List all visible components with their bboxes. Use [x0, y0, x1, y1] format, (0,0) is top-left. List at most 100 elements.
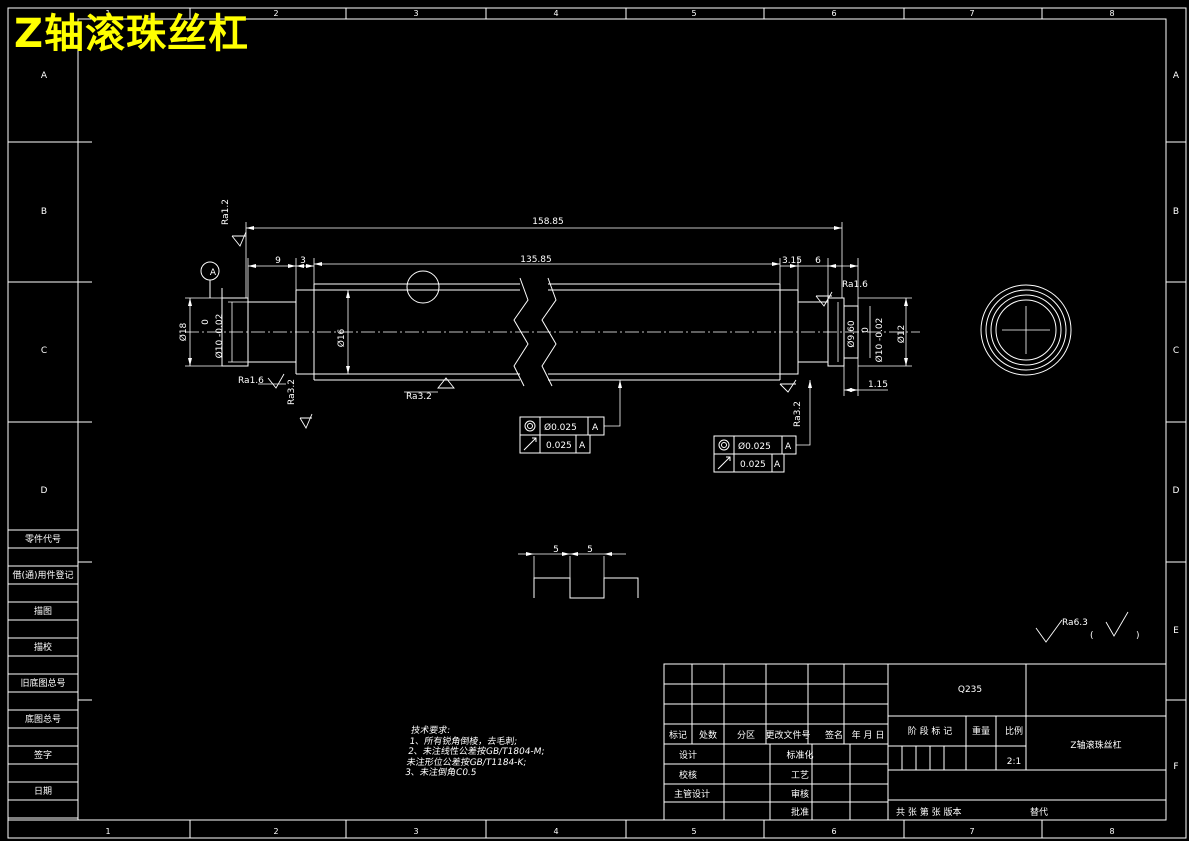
datum-label: A: [210, 268, 217, 278]
tb-h2: 分区: [737, 730, 755, 741]
tb-scale: 2:1: [1007, 757, 1021, 767]
tech-req-line: 技术要求:: [410, 726, 451, 736]
zone-row-label: B: [1173, 207, 1179, 217]
roughness-labels: Ra1.6 Ra3.2 Ra1.6 Ra6.3 ( ): [238, 280, 1140, 641]
zone-row-label: C: [41, 346, 47, 356]
dim-right-a: 3.15: [782, 256, 802, 266]
dim-overall: 158.85: [532, 217, 564, 227]
tol-1-value: Ø0.025: [544, 422, 577, 433]
dim-middle: 135.85: [520, 255, 552, 265]
tolerance-texts: Ø0.025 A 0.025 A Ø0.025 A 0.025 A: [544, 422, 792, 470]
tech-req-line: 3、未注倒角C0.5: [404, 768, 478, 778]
dim-right-b: 6: [815, 256, 821, 266]
tol-2-datum: A: [579, 441, 586, 451]
zone-row-label: B: [41, 207, 47, 217]
zone-col-label: 3: [413, 9, 418, 18]
sidebar-label: 底图总号: [25, 713, 61, 725]
tb-r2: 主管设计: [674, 788, 710, 800]
tb-r0: 设计: [679, 749, 697, 761]
zone-row-label: D: [1173, 486, 1180, 496]
tol-4-value: 0.025: [740, 460, 766, 470]
tb-h3: 更改文件号: [765, 729, 810, 741]
zone-col-label: 1: [105, 9, 110, 18]
zone-col-label: 4: [553, 9, 558, 18]
dim-detail-a: 5: [553, 545, 559, 555]
tol-1-datum: A: [592, 423, 599, 433]
zone-row-label: E: [1173, 626, 1179, 636]
tb-s0: 阶 段 标 记: [908, 725, 953, 737]
tb-bottom: 共 张 第 张 版本: [896, 806, 961, 818]
sidebar-label: 日期: [34, 786, 52, 797]
dim-detail-b: 5: [587, 545, 593, 555]
tb-h1: 处数: [699, 729, 717, 741]
tol-3-datum: A: [785, 442, 792, 452]
tb-m3: 批准: [791, 806, 809, 818]
sidebar-label: 描校: [34, 641, 52, 653]
dim-right-c: 1.15: [868, 380, 888, 390]
title-block: [663, 663, 1167, 821]
tol-4-datum: A: [774, 460, 781, 470]
tb-m1: 工艺: [791, 770, 809, 781]
zone-col-label: 7: [969, 9, 974, 18]
zone-col-label: 5: [691, 9, 696, 18]
paren-close: ): [1136, 631, 1140, 641]
technical-requirements: 技术要求: 1、所有锐角倒棱，去毛刺; 2、未注线性公差按GB/T1804-M;…: [404, 726, 548, 779]
tol-3-value: Ø0.025: [738, 441, 771, 452]
zone-col-label: 1: [105, 827, 110, 836]
tb-replace: 替代: [1030, 806, 1048, 818]
zone-row-label: A: [1173, 71, 1180, 81]
tb-h0: 标记: [669, 729, 687, 741]
drawing-title: Z轴滚珠丝杠: [14, 11, 250, 57]
zone-col-label: 6: [831, 9, 836, 18]
sidebar-label: 描图: [34, 605, 52, 617]
dia-left-zero: 0: [201, 319, 211, 325]
sidebar-label: 借(通)用件登记: [12, 569, 73, 581]
zone-row-label: F: [1173, 762, 1178, 772]
dia-right-b: Ø10 -0.02: [874, 318, 885, 363]
roughness-left-top: Ra1.2: [221, 199, 231, 225]
tb-m2: 审核: [791, 788, 809, 800]
tb-s2: 比例: [1005, 725, 1023, 737]
zone-row-label: A: [41, 71, 48, 81]
tb-r1: 校核: [679, 769, 697, 781]
zone-col-label: 2: [273, 827, 278, 836]
dimension-labels: 158.85 135.85 9 3 3.15 6 1.15 5 5 A: [210, 217, 888, 555]
tb-s1: 重量: [972, 725, 990, 737]
tb-h5: 年 月 日: [852, 729, 885, 741]
zone-col-label: 8: [1109, 9, 1114, 18]
dim-left-a: 9: [275, 256, 281, 266]
sidebar-label: 旧底图总号: [20, 677, 65, 689]
paren-open: (: [1090, 631, 1094, 641]
zone-col-label: 4: [553, 827, 558, 836]
dimension-lines: [185, 222, 912, 446]
zone-row-label: C: [1173, 346, 1179, 356]
dia-right-a: Ø9.60: [846, 320, 857, 347]
detail-section: [518, 553, 639, 599]
dia-left-shaft: Ø10 -0.02: [214, 314, 225, 359]
tech-req-line: 2、未注线性公差按GB/T1804-M;: [407, 747, 546, 757]
roughness-symbols: [231, 231, 1129, 643]
zone-col-label: 2: [273, 9, 278, 18]
zone-col-label: 5: [691, 827, 696, 836]
tb-m0: 标准化: [786, 749, 813, 761]
sidebar-label: 签字: [34, 749, 52, 761]
roughness-right-bottom: Ra3.2: [793, 401, 803, 427]
tb-material: Q235: [958, 685, 982, 695]
tech-req-line: 1、所有锐角倒棱，去毛刺;: [408, 736, 518, 747]
dia-right-zero: 0: [861, 327, 871, 333]
roughness-right-top: Ra1.6: [842, 280, 868, 290]
roughness-left-bottom: Ra1.6: [238, 376, 264, 386]
dia-left-outer: Ø18: [178, 322, 189, 341]
roughness-general: Ra6.3: [1062, 618, 1088, 628]
tb-h4: 签名: [825, 729, 843, 741]
dia-mid: Ø16: [336, 328, 347, 347]
dia-right-outer: Ø12: [896, 325, 907, 344]
zone-col-label: 8: [1109, 827, 1114, 836]
zone-col-label: 6: [831, 827, 836, 836]
end-view: [980, 284, 1072, 376]
tech-req-line: 未注形位公差按GB/T1184-K;: [405, 757, 528, 768]
tol-2-value: 0.025: [546, 441, 572, 451]
roughness-middle: Ra3.2: [406, 392, 432, 402]
